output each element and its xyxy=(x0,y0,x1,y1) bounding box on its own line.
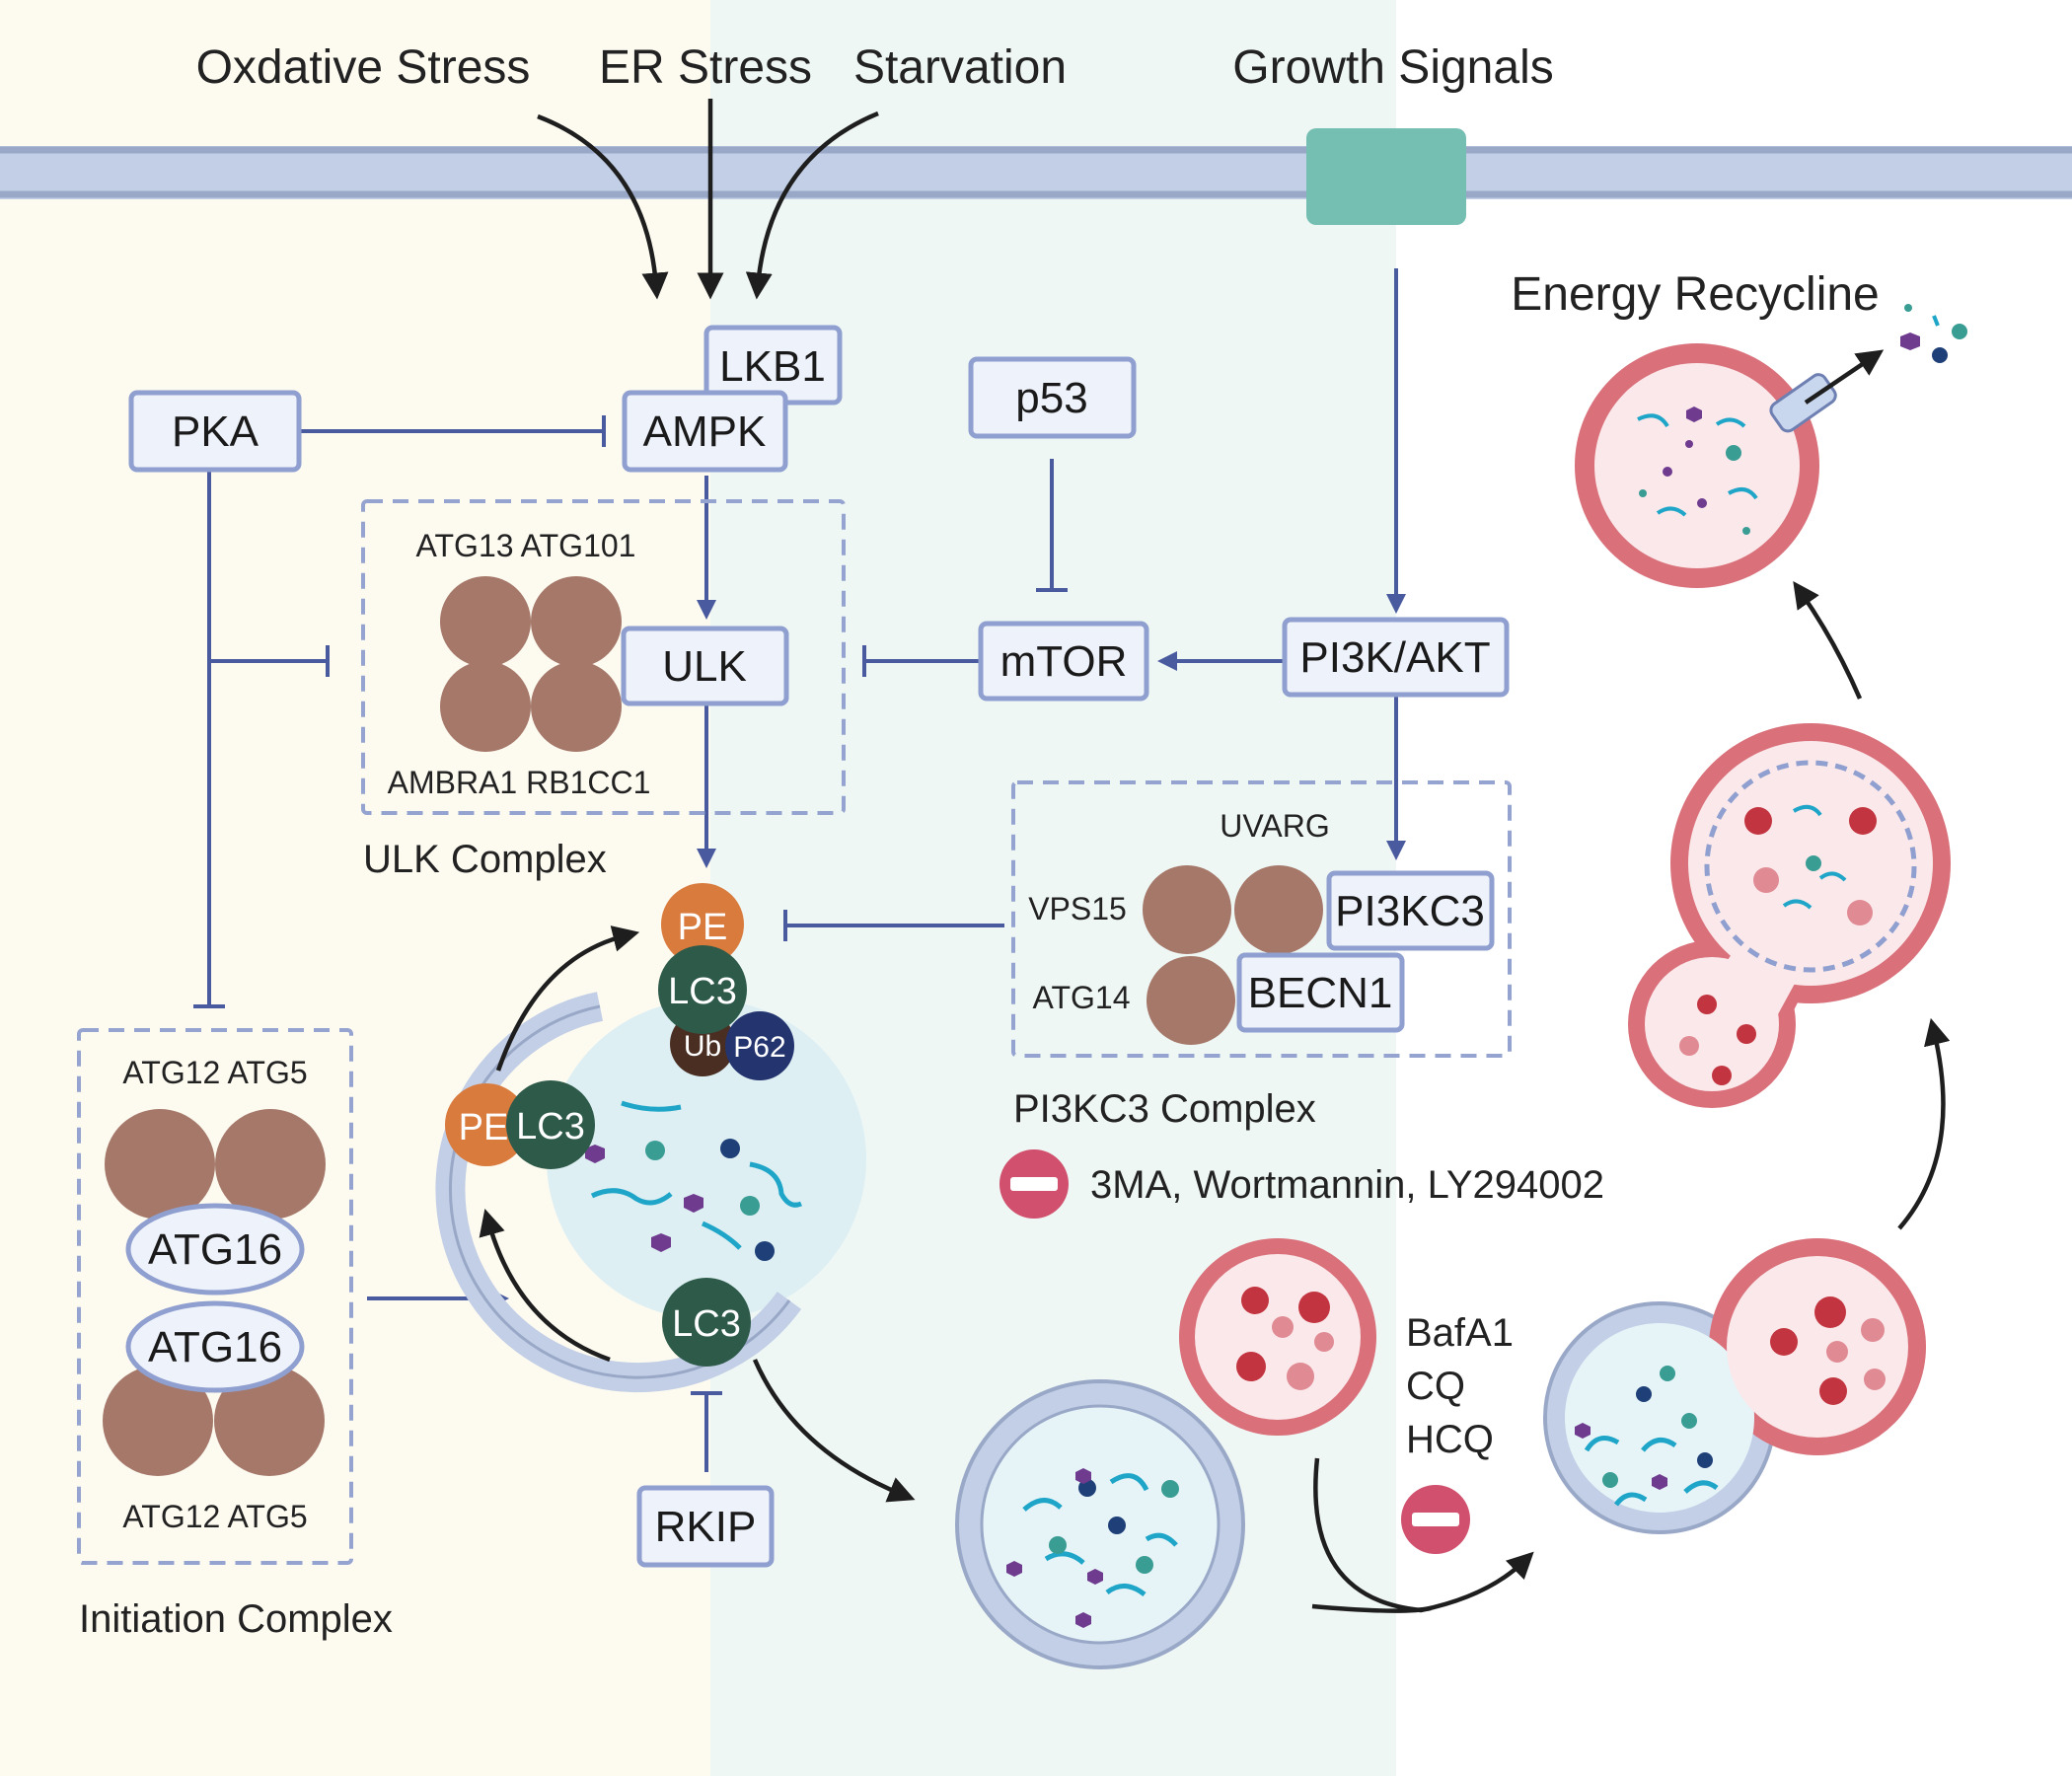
oxidative-stress-label: Oxdative Stress xyxy=(196,41,531,94)
fusing-autolysosome xyxy=(1543,1238,1926,1534)
atg101-subunit xyxy=(531,576,622,667)
autophagosome xyxy=(955,1379,1245,1669)
ub-label: Ub xyxy=(684,1030,721,1063)
becn1-box xyxy=(1236,952,1405,1033)
atg14-subunit xyxy=(1147,956,1235,1045)
lc3-top-label: LC3 xyxy=(668,971,737,1012)
ulk-box-front xyxy=(621,626,789,706)
pi3kc3-label: PI3KC3 xyxy=(1335,887,1485,935)
lc3-lipidation-arrow xyxy=(479,1209,611,1363)
ampk-box xyxy=(622,390,788,473)
mtor-inhibits-ulk xyxy=(862,645,979,677)
initiation-complex: ATG12 ATG5 ATG16 ATG16 ATG12 ATG5 xyxy=(77,1028,353,1565)
pe-top-label: PE xyxy=(678,907,728,948)
ulk-top-labels: ATG13 ATG101 xyxy=(416,528,636,563)
initiation-complex-caption: Initiation Complex xyxy=(79,1597,393,1641)
oxidative-stress-arrow xyxy=(537,113,669,300)
pka-label: PKA xyxy=(172,407,259,456)
pka-inhibits-ampk xyxy=(301,415,606,447)
mtor-box xyxy=(978,621,1149,702)
atg12-subunit-top xyxy=(105,1109,215,1220)
pi3kc3-inhibits-pe xyxy=(783,910,1004,941)
vps15-label: VPS15 xyxy=(1028,891,1127,926)
p62-circle xyxy=(725,1011,794,1080)
becn1-label: BECN1 xyxy=(1248,969,1393,1017)
pi3k-akt-box xyxy=(1282,617,1510,698)
cytoplasm-region-left xyxy=(0,0,710,1776)
autolysosome-to-recycling-arrow xyxy=(1793,580,1863,700)
atg5-subunit-bottom xyxy=(214,1366,325,1476)
ulk-complex-caption: ULK Complex xyxy=(363,838,607,881)
initiation-top-labels: ATG12 ATG5 xyxy=(122,1055,307,1090)
atg14-label: ATG14 xyxy=(1033,980,1131,1015)
lc3-bottom-label: LC3 xyxy=(672,1303,741,1345)
growth-signals-label: Growth Signals xyxy=(1232,41,1553,94)
autophagosome-formation-arrow xyxy=(752,1359,916,1503)
lc3-left-circle xyxy=(506,1080,595,1169)
ulk-label-front: ULK xyxy=(662,642,747,691)
atg5-subunit-top xyxy=(215,1109,326,1220)
pi3k-akt-label: PI3K/AKT xyxy=(1299,633,1490,682)
ambra1-subunit xyxy=(440,661,531,752)
pe-conjugation-arrow xyxy=(495,925,640,1072)
atg16-top-ellipse xyxy=(125,1203,305,1295)
fusion-arrow xyxy=(1313,1457,1534,1613)
lc3-top-circle xyxy=(658,945,747,1034)
pe-top-circle xyxy=(661,883,744,966)
recycling-lysosome xyxy=(1575,343,1837,588)
hcq-label: HCQ xyxy=(1406,1418,1494,1461)
vps15-subunit xyxy=(1143,865,1231,954)
starvation-label: Starvation xyxy=(853,41,1067,94)
p53-label: p53 xyxy=(1015,374,1087,422)
atg16-bottom-ellipse xyxy=(125,1300,305,1393)
lc3-bottom-circle xyxy=(662,1278,751,1367)
growth-receptor xyxy=(1306,128,1466,225)
pe-left-circle xyxy=(445,1083,528,1166)
pi3kc3-box xyxy=(1326,870,1495,951)
pi3k-inhibitors-label: 3MA, Wortmannin, LY294002 xyxy=(1090,1163,1604,1207)
rb1cc1-subunit xyxy=(531,661,622,752)
uvarg-label: UVARG xyxy=(1220,808,1329,844)
autophagosome-to-fusion-arrow xyxy=(1311,1603,1432,1613)
pe-left-label: PE xyxy=(459,1107,509,1148)
pi3kc3-complex-caption: PI3KC3 Complex xyxy=(1013,1087,1316,1131)
er-stress-label: ER Stress xyxy=(599,41,812,94)
p62-label: P62 xyxy=(733,1031,785,1064)
rkip-label: RKIP xyxy=(655,1503,757,1551)
p53-box xyxy=(968,356,1137,439)
lysosome xyxy=(1179,1238,1376,1436)
pka-box xyxy=(128,390,302,473)
fusion-to-autolysosome-arrow xyxy=(1897,1017,1951,1230)
pi3k-inhibitor-icon xyxy=(999,1149,1069,1219)
atg12-subunit-bottom xyxy=(103,1366,213,1476)
released-nutrients xyxy=(1900,304,1967,363)
autolysosome xyxy=(1628,723,1951,1108)
cell-membrane xyxy=(0,128,2072,225)
cq-label: CQ xyxy=(1406,1365,1465,1408)
ulk-bottom-labels: AMBRA1 RB1CC1 xyxy=(388,765,651,800)
energy-recycling-label: Energy Recycline xyxy=(1511,268,1880,321)
p53-inhibits-mtor xyxy=(1036,459,1068,592)
initiation-bottom-labels: ATG12 ATG5 xyxy=(122,1499,307,1534)
uvarg-subunit xyxy=(1234,865,1323,954)
pi3kc3-complex: UVARG VPS15 ATG14 PI3KC3 BECN1 xyxy=(1011,780,1512,1058)
pka-inhibits-ulk-and-initiation xyxy=(193,472,330,1008)
rkip-box xyxy=(636,1485,775,1568)
lysosome-inhibitor-icon xyxy=(1401,1485,1470,1554)
release-arrow xyxy=(1804,349,1885,405)
starvation-arrow xyxy=(745,111,879,300)
ulk-complex: ULK ATG13 ATG101 AMBRA1 RB1CC1 xyxy=(361,499,846,815)
atg16-bottom-label: ATG16 xyxy=(148,1323,282,1371)
atg16-top-label: ATG16 xyxy=(148,1225,282,1274)
mtor-label: mTOR xyxy=(1000,637,1128,686)
lkb1-label: LKB1 xyxy=(719,342,826,391)
lc3-left-label: LC3 xyxy=(516,1106,585,1147)
bafa1-label: BafA1 xyxy=(1406,1311,1514,1355)
ampk-label: AMPK xyxy=(643,407,767,456)
atg13-subunit xyxy=(440,576,531,667)
rkip-inhibits-lc3 xyxy=(691,1391,722,1472)
